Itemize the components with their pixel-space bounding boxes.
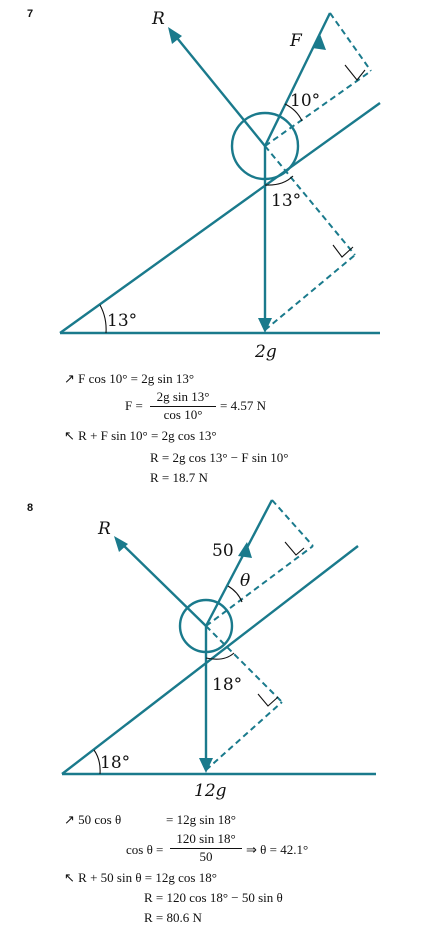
reaction-arrowhead bbox=[168, 27, 182, 44]
angle-arc-base bbox=[93, 749, 101, 775]
label-angle-mid: 13° bbox=[271, 191, 301, 211]
question-number-8: 8 bbox=[27, 502, 34, 514]
dashed-line-top-b bbox=[271, 499, 314, 547]
angle-arc-mid bbox=[205, 652, 235, 660]
q8-fraction-denominator: 50 bbox=[170, 848, 242, 865]
diagram-q7: R F 10° 13° 13° 2g bbox=[59, 9, 381, 362]
applied-force-arrow bbox=[263, 12, 332, 147]
label-weight: 2g bbox=[254, 342, 277, 362]
right-angle-bottom bbox=[257, 693, 279, 707]
dashed-line-bottom-b bbox=[264, 254, 356, 331]
dashed-line-top-a bbox=[205, 545, 314, 627]
dashed-line-bottom-b bbox=[205, 701, 283, 771]
reaction-force-arrow bbox=[172, 32, 266, 147]
q8-equation-2-lhs: cos θ = bbox=[126, 842, 164, 857]
reaction-arrowhead bbox=[114, 536, 128, 552]
angle-arc-mid bbox=[264, 175, 294, 186]
weight-arrowhead bbox=[199, 758, 213, 773]
applied-arrowhead bbox=[238, 542, 252, 558]
q7-equation-5: R = 18.7 N bbox=[150, 470, 208, 485]
q7-equation-2-lhs: F = bbox=[125, 398, 143, 413]
angle-arc-top bbox=[227, 585, 243, 603]
label-F: F bbox=[289, 31, 303, 51]
q7-fraction: 2g sin 13° cos 10° bbox=[150, 389, 216, 423]
q7-fraction-numerator: 2g sin 13° bbox=[156, 389, 210, 404]
dashed-line-bottom-a bbox=[205, 625, 283, 703]
q8-equation-5: R = 80.6 N bbox=[144, 910, 202, 925]
q8-equation-1-lhs: ↗ 50 cos θ bbox=[64, 812, 122, 827]
angle-arc-base bbox=[99, 304, 107, 334]
q8-equation-2-rhs: ⇒ θ = 42.1° bbox=[246, 842, 309, 857]
q7-equation-2-rhs: = 4.57 N bbox=[220, 398, 266, 413]
question-number-7: 7 bbox=[27, 8, 34, 20]
label-angle-top: 10° bbox=[290, 91, 320, 111]
reaction-force-arrow bbox=[119, 541, 207, 627]
label-weight: 12g bbox=[194, 781, 227, 801]
dashed-line-bottom-a bbox=[264, 145, 356, 256]
q8-equation-3: ↖ R + 50 sin θ = 12g cos 18° bbox=[64, 870, 217, 885]
q7-equation-4: R = 2g cos 13° − F sin 10° bbox=[150, 450, 289, 465]
diagram-q8: R 50 θ 18° 18° 12g bbox=[61, 499, 376, 801]
right-angle-top bbox=[344, 64, 366, 81]
weight-arrowhead bbox=[258, 318, 272, 333]
label-R: R bbox=[151, 9, 165, 29]
applied-force-arrow bbox=[204, 499, 274, 627]
label-angle-mid: 18° bbox=[212, 675, 242, 695]
label-R: R bbox=[97, 519, 111, 539]
label-angle-base: 13° bbox=[107, 311, 137, 331]
angle-arc-top bbox=[284, 103, 303, 122]
dashed-line-top-a bbox=[264, 70, 372, 147]
q7-equation-3: ↖ R + F sin 10° = 2g cos 13° bbox=[64, 428, 217, 443]
right-angle-bottom bbox=[332, 244, 354, 258]
incline-plane bbox=[61, 545, 359, 775]
right-angle-top bbox=[284, 541, 305, 556]
q7-fraction-denominator: cos 10° bbox=[150, 406, 216, 423]
dashed-line-top-b bbox=[329, 12, 372, 72]
label-force: 50 bbox=[212, 541, 234, 561]
label-angle-base: 18° bbox=[100, 753, 130, 773]
q7-equation-1: ↗ F cos 10° = 2g sin 13° bbox=[64, 371, 195, 386]
q8-fraction-numerator: 120 sin 18° bbox=[176, 831, 236, 846]
label-angle-top: θ bbox=[240, 571, 250, 591]
incline-plane bbox=[59, 102, 381, 334]
q8-fraction: 120 sin 18° 50 bbox=[170, 831, 242, 865]
q8-equation-1-rhs: = 12g sin 18° bbox=[166, 812, 236, 827]
applied-arrowhead bbox=[312, 34, 326, 50]
q8-equation-4: R = 120 cos 18° − 50 sin θ bbox=[144, 890, 283, 905]
